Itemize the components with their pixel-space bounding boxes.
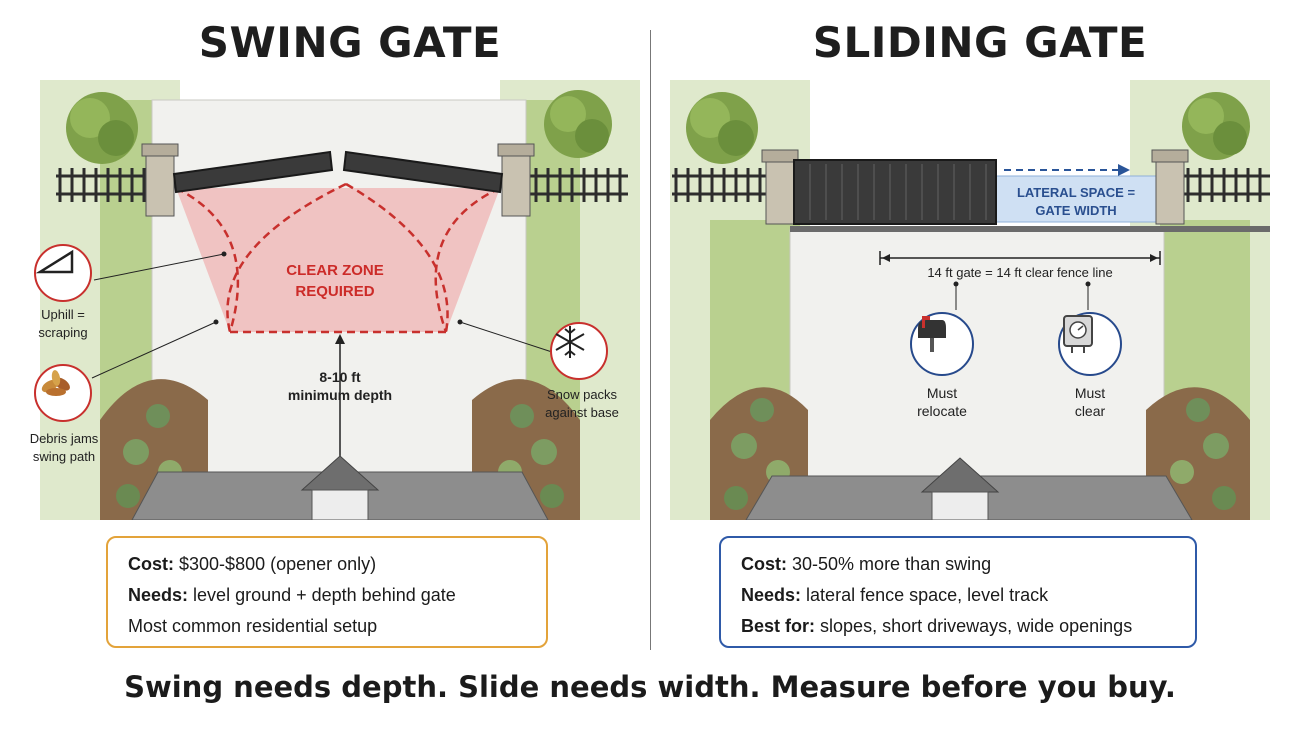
- swing-cost-row: Cost: $300-$800 (opener only): [128, 549, 526, 580]
- left-pillar: [765, 155, 795, 225]
- depth-line1: 8-10 ft: [319, 369, 361, 385]
- gate-track: [790, 226, 1270, 232]
- debris-line2: swing path: [32, 449, 96, 464]
- meter-line2: clear: [1074, 403, 1106, 419]
- left-fence: [56, 168, 150, 202]
- clear-zone-line1: CLEAR ZONE: [286, 262, 384, 279]
- leaves-icon: [34, 364, 92, 422]
- sliding-info-box: Cost: 30-50% more than swing Needs: late…: [719, 536, 1197, 648]
- sliding-gate-illustration: LATERAL SPACE = GATE WIDTH 14 ft gate = …: [670, 80, 1270, 520]
- right-gate-leaf: [342, 150, 504, 194]
- uphill-label: Uphill = scraping: [20, 306, 106, 342]
- debris-line1: Debris jams: [29, 431, 99, 446]
- slide-best-label: Best for:: [741, 616, 816, 636]
- left-fence: [672, 168, 766, 202]
- snowflake-icon: [550, 322, 608, 380]
- swing-info-box: Cost: $300-$800 (opener only) Needs: lev…: [106, 536, 548, 648]
- depth-line2: minimum depth: [287, 387, 393, 403]
- sliding-scene-drawing: [670, 80, 1270, 520]
- depth-label: 8-10 ft minimum depth: [270, 368, 410, 404]
- swing-clear-zone: [176, 188, 500, 332]
- swing-scene-drawing: [40, 80, 640, 520]
- mailbox-line1: Must: [926, 385, 958, 401]
- lateral-space-label: LATERAL SPACE = GATE WIDTH: [1000, 184, 1152, 220]
- right-pillar: [501, 149, 531, 217]
- slide-needs-value: lateral fence space, level track: [806, 585, 1049, 605]
- left-gate-leaf: [172, 150, 334, 194]
- debris-label: Debris jams swing path: [12, 430, 116, 466]
- snow-line1: Snow packs: [546, 387, 618, 402]
- right-fence: [530, 168, 628, 202]
- slide-needs-row: Needs: lateral fence space, level track: [741, 580, 1175, 611]
- slide-needs-label: Needs:: [741, 585, 802, 605]
- snow-line2: against base: [545, 405, 619, 420]
- slide-best-value: slopes, short driveways, wide openings: [820, 616, 1133, 636]
- mailbox-label: Must relocate: [896, 384, 988, 420]
- sliding-gate-panel: [793, 159, 997, 225]
- slide-cost-row: Cost: 30-50% more than swing: [741, 549, 1175, 580]
- lateral-line2: GATE WIDTH: [1035, 203, 1117, 218]
- bottom-summary: Swing needs depth. Slide needs width. Me…: [124, 670, 1176, 704]
- slide-cost-value: 30-50% more than swing: [792, 554, 992, 574]
- uphill-line1: Uphill =: [41, 307, 85, 322]
- slide-cost-label: Cost:: [741, 554, 787, 574]
- clear-zone-label: CLEAR ZONE REQUIRED: [280, 260, 390, 302]
- mailbox-line2: relocate: [917, 403, 967, 419]
- right-fence: [1182, 168, 1270, 202]
- lateral-line1: LATERAL SPACE =: [1016, 185, 1136, 200]
- swing-needs-label: Needs:: [128, 585, 189, 605]
- swing-note-row: Most common residential setup: [128, 616, 378, 636]
- swing-cost-label: Cost:: [128, 554, 174, 574]
- center-divider: [650, 30, 651, 650]
- uphill-line2: scraping: [38, 325, 88, 340]
- meter-line1: Must: [1074, 385, 1106, 401]
- clear-zone-line2: REQUIRED: [295, 283, 375, 300]
- lateral-space-zone: [995, 175, 1157, 223]
- sliding-gate-title: SLIDING GATE: [812, 18, 1148, 67]
- swing-needs-row: Needs: level ground + depth behind gate: [128, 580, 526, 611]
- swing-needs-value: level ground + depth behind gate: [193, 585, 456, 605]
- right-pillar: [1155, 155, 1185, 225]
- mailbox-icon: [910, 312, 974, 376]
- electric-meter-icon: [1058, 312, 1122, 376]
- snow-label: Snow packs against base: [532, 386, 632, 422]
- measure-label: 14 ft gate = 14 ft clear fence line: [927, 265, 1113, 280]
- slope-icon: [34, 244, 92, 302]
- slide-best-row: Best for: slopes, short driveways, wide …: [741, 611, 1175, 642]
- left-pillar: [145, 149, 175, 217]
- swing-gate-illustration: CLEAR ZONE REQUIRED 8-10 ft minimum dept…: [30, 80, 640, 520]
- driveway: [789, 229, 1165, 520]
- swing-cost-value: $300-$800 (opener only): [179, 554, 377, 574]
- swing-gate-title: SWING GATE: [198, 18, 502, 67]
- meter-label: Must clear: [1044, 384, 1136, 420]
